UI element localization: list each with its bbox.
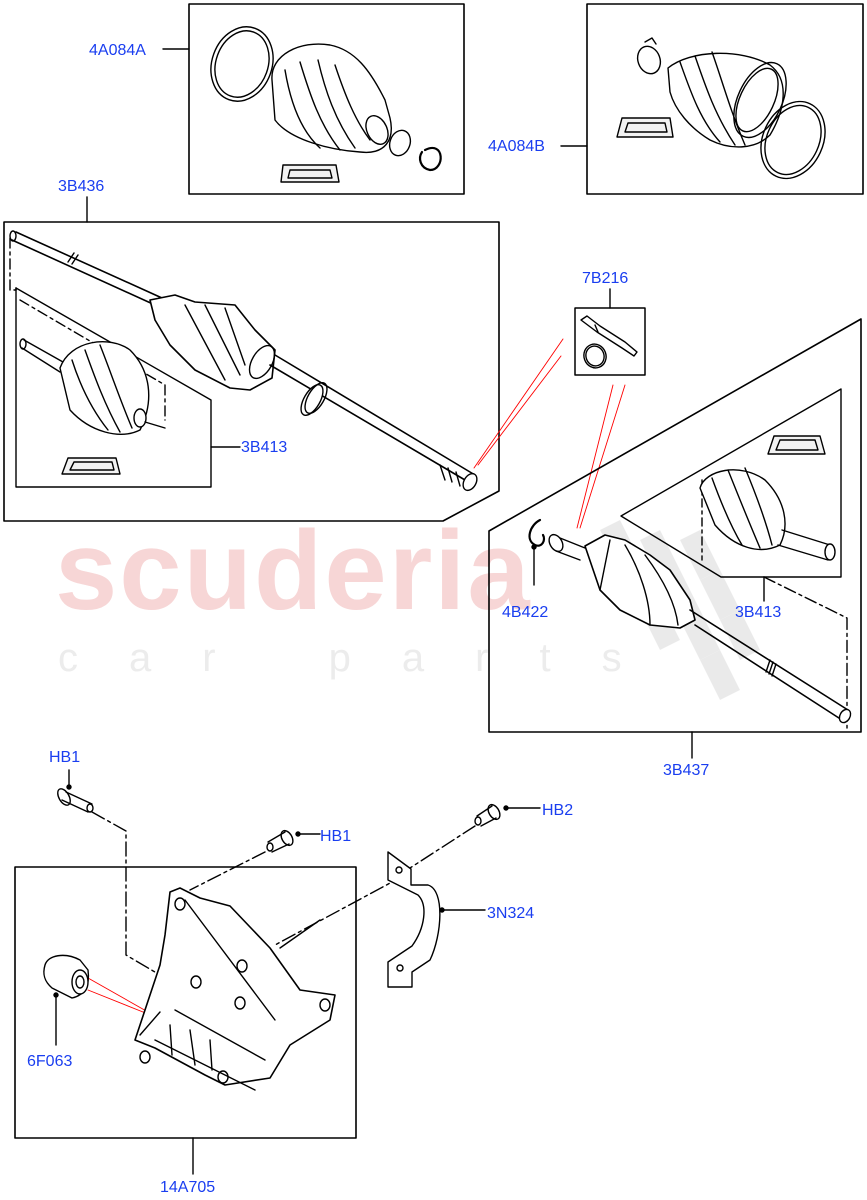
bolt-hb1-top[interactable] — [55, 769, 161, 976]
callout-4a084b[interactable]: 4A084B — [488, 138, 545, 155]
bolt-hb1-mid[interactable] — [189, 829, 321, 891]
callout-3b413-right[interactable]: 3B413 — [735, 604, 782, 621]
boot-kit-outer-box[interactable] — [560, 3, 864, 195]
front-shaft-left-box[interactable] — [3, 196, 500, 522]
callout-hb1-top[interactable]: HB1 — [49, 749, 81, 766]
front-shaft-right-box[interactable] — [488, 318, 862, 759]
callout-4b422[interactable]: 4B422 — [502, 604, 549, 621]
watermark-tagline: car parts — [58, 636, 673, 680]
bracket-box[interactable] — [14, 866, 357, 1175]
callout-hb1-mid[interactable]: HB1 — [320, 828, 352, 845]
boot-kit-inner-box[interactable] — [162, 3, 465, 195]
watermark-brand: scuderia — [55, 508, 532, 633]
callout-3n324[interactable]: 3N324 — [487, 905, 535, 922]
callout-3b437[interactable]: 3B437 — [663, 762, 710, 779]
callout-7b216[interactable]: 7B216 — [582, 270, 629, 287]
bolt-hb2[interactable] — [274, 803, 541, 946]
callout-hb2[interactable]: HB2 — [542, 802, 574, 819]
bushing-6f063[interactable] — [43, 954, 90, 1046]
callout-4a084a[interactable]: 4A084A — [89, 42, 146, 59]
callout-6f063[interactable]: 6F063 — [27, 1053, 73, 1070]
callout-3b413-left[interactable]: 3B413 — [241, 439, 288, 456]
strap-3n324[interactable] — [387, 851, 486, 988]
grease-kit-box[interactable] — [574, 288, 646, 376]
red-leader-lines — [87, 338, 626, 1015]
callout-3b436[interactable]: 3B436 — [58, 178, 105, 195]
callout-14a705[interactable]: 14A705 — [160, 1179, 216, 1196]
